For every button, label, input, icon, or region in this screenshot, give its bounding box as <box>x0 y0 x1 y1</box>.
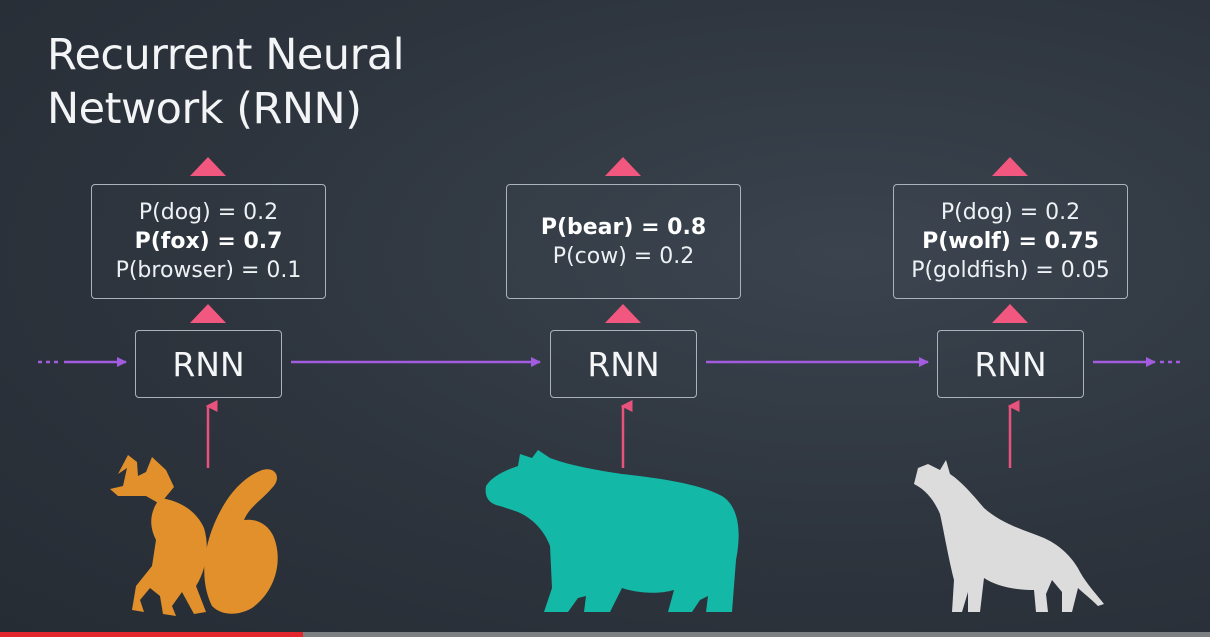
output-triangle-1-mid <box>190 304 226 323</box>
prob-line-top: P(fox) = 0.7 <box>134 229 283 254</box>
slide-title-line-1: Recurrent Neural <box>47 30 405 80</box>
output-triangle-2-top <box>605 157 641 176</box>
output-probabilities-2: P(bear) = 0.8 P(cow) = 0.2 <box>506 184 741 299</box>
prob-line: P(goldfish) = 0.05 <box>911 258 1110 283</box>
rnn-cell-2: RNN <box>550 330 697 398</box>
prob-line: P(browser) = 0.1 <box>115 258 302 283</box>
video-progress-fill <box>0 632 303 637</box>
prob-line: P(cow) = 0.2 <box>552 243 695 269</box>
input-arrows <box>205 400 1020 468</box>
prob-line: P(dog) = 0.2 <box>138 200 279 225</box>
fox-icon <box>110 455 278 616</box>
bear-icon <box>485 450 739 612</box>
output-triangle-3-mid <box>992 304 1028 323</box>
slide-title: Recurrent Neural Network (RNN) <box>47 28 567 136</box>
rnn-cell-1: RNN <box>135 330 282 398</box>
wolf-icon <box>914 460 1104 612</box>
output-triangles <box>190 157 1028 323</box>
video-progress-bar[interactable] <box>0 632 1210 637</box>
prob-line: P(dog) = 0.2 <box>940 200 1081 225</box>
prob-line-top: P(wolf) = 0.75 <box>922 229 1099 254</box>
rnn-cell-3: RNN <box>937 330 1084 398</box>
output-triangle-1-top <box>190 157 226 176</box>
prob-line-top: P(bear) = 0.8 <box>540 214 707 240</box>
output-probabilities-3: P(dog) = 0.2 P(wolf) = 0.75 P(goldfish) … <box>893 184 1128 299</box>
output-triangle-2-mid <box>605 304 641 323</box>
slide-title-line-2: Network (RNN) <box>47 84 362 134</box>
output-probabilities-1: P(dog) = 0.2 P(fox) = 0.7 P(browser) = 0… <box>91 184 326 299</box>
output-triangle-3-top <box>992 157 1028 176</box>
